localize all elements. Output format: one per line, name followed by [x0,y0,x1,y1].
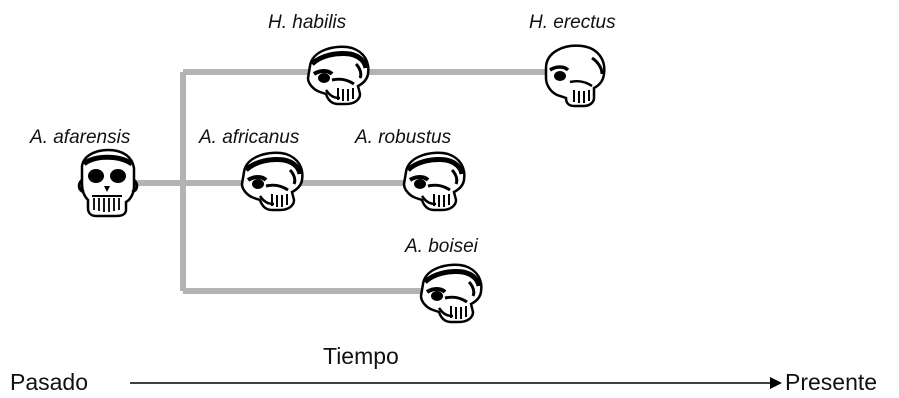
label-erectus: H. erectus [529,12,616,33]
label-boisei: A. boisei [405,236,478,257]
africanus-skull-icon [242,153,302,210]
label-robustus: A. robustus [355,127,452,148]
axis-start-label: Pasado [10,369,89,395]
axis-end-label: Presente [785,369,878,395]
habilis-skull-icon [308,47,368,104]
axis-title: Tiempo [323,343,399,369]
erectus-skull-icon [544,43,607,108]
afarensis-skull-icon [79,150,137,216]
time-arrow-head [770,377,782,389]
label-afarensis: A. afarensis [30,127,131,148]
label-africanus: A. africanus [199,127,300,148]
boisei-skull-icon [421,265,481,322]
label-habilis: H. habilis [268,12,347,33]
robustus-skull-icon [404,153,464,210]
